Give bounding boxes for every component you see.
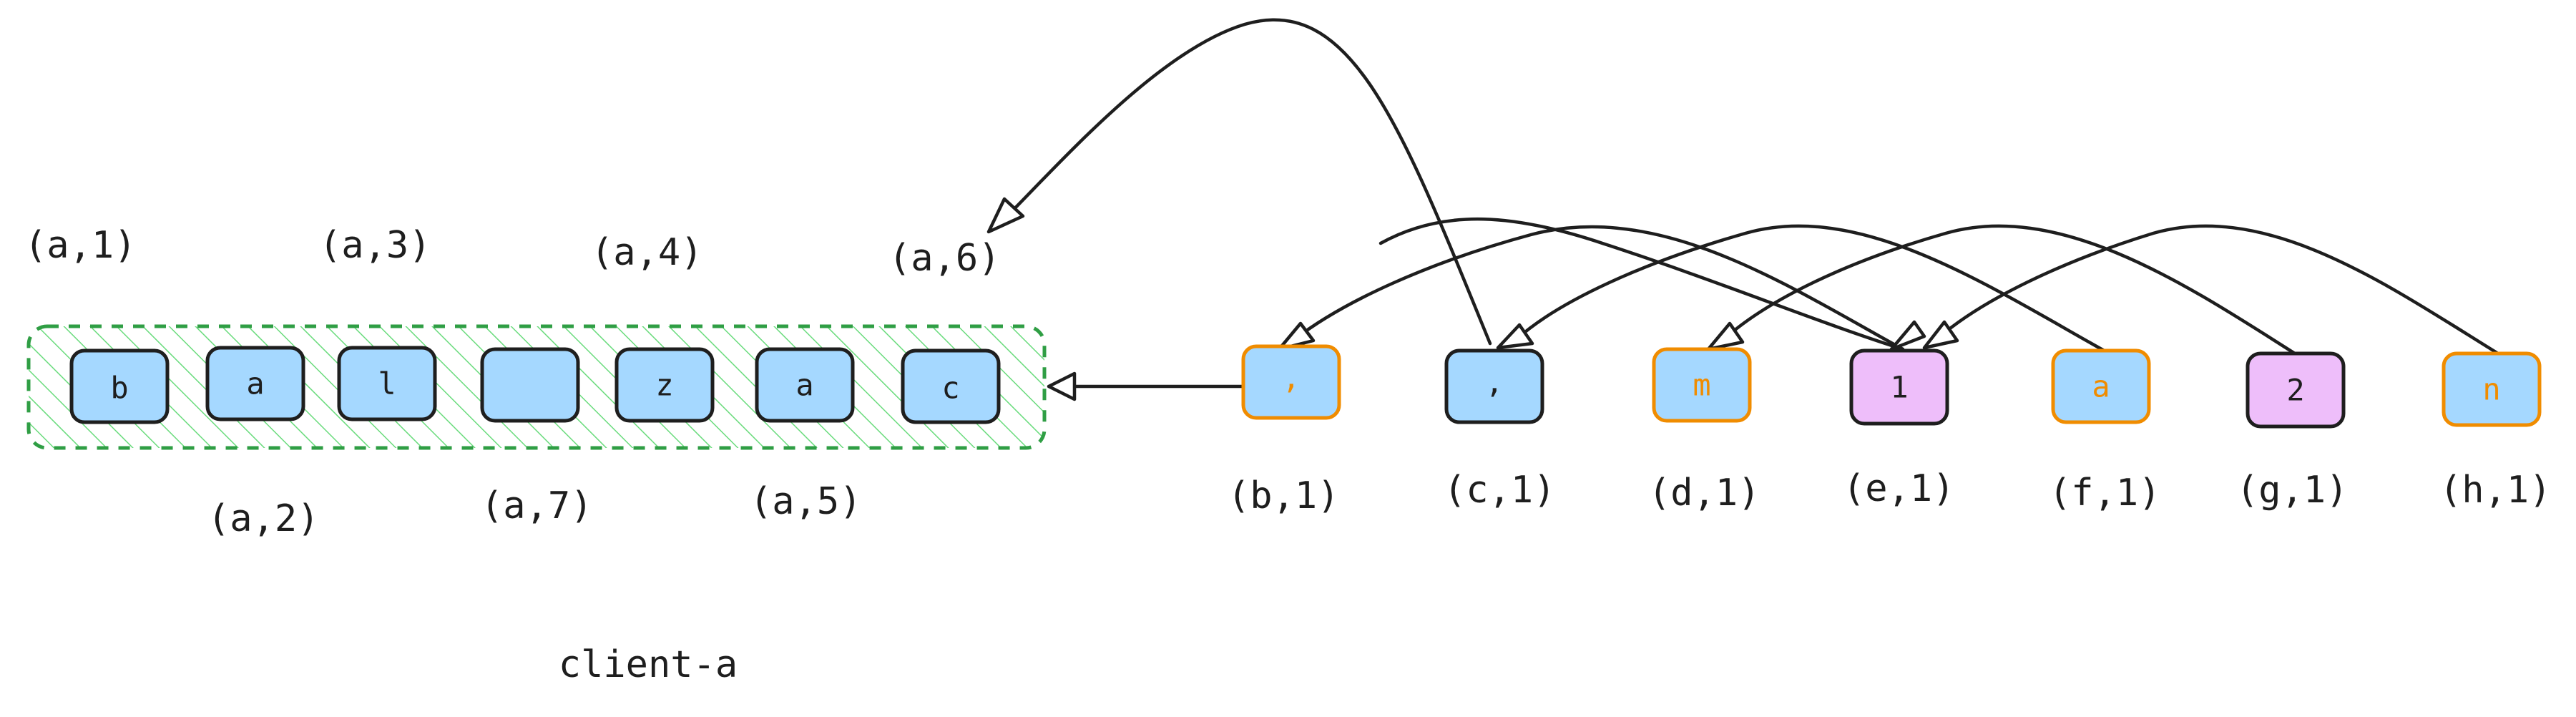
merged-node-a-char: a	[246, 366, 264, 401]
merged-node-c: c	[901, 348, 1001, 424]
id-label-a7: (a,7)	[481, 484, 593, 527]
incoming-node-f1-box	[2051, 348, 2151, 424]
incoming-node-c1-box	[1444, 348, 1544, 424]
merged-node-z-box	[614, 347, 715, 423]
link-g1-to-d1	[1722, 224, 2297, 356]
id-label-a2: (a,2)	[207, 497, 320, 540]
arrowhead-f1	[1922, 320, 1959, 350]
incoming-node-b1: , (b,1)	[1228, 344, 1341, 517]
id-label-f1: (f,1)	[2049, 472, 2161, 514]
id-label-c1: (c,1)	[1444, 469, 1556, 512]
id-label-a6: (a,6)	[888, 237, 1001, 280]
incoming-node-h1-char: n	[2482, 372, 2500, 407]
merged-node-a2: a	[755, 347, 855, 423]
id-label-a4: (a,4)	[591, 231, 703, 274]
merged-node-a-box	[205, 346, 305, 421]
link-c1-to-a6	[999, 18, 1492, 346]
merged-node-l: l	[337, 346, 437, 421]
incoming-node-c1: , (c,1)	[1444, 348, 1556, 512]
incoming-node-d1-char: m	[1693, 368, 1710, 403]
incoming-node-f1-char: a	[2092, 369, 2110, 404]
item-links	[986, 18, 2500, 401]
incoming-node-h1: n (h,1)	[2439, 351, 2552, 512]
arrowhead-d1	[1706, 321, 1745, 351]
link-h1-to-f1	[1936, 224, 2500, 356]
incoming-node-g1-box	[2246, 351, 2346, 429]
id-label-g1: (g,1)	[2236, 469, 2349, 512]
incoming-node-d1-box	[1652, 347, 1752, 423]
incoming-node-e1: 1 (e,1)	[1843, 348, 1955, 510]
merged-node-a: a	[205, 346, 305, 421]
arrowhead-c1	[1496, 323, 1534, 350]
merged-node-b: b	[69, 348, 170, 424]
merged-node-l-box	[337, 346, 437, 421]
arrowhead-a6	[986, 197, 1025, 234]
merged-nodes: b a l z a c	[69, 346, 1001, 424]
incoming-node-e1-box	[1849, 348, 1949, 426]
id-label-h1: (h,1)	[2439, 469, 2552, 512]
id-label-a5: (a,5)	[750, 480, 862, 523]
id-label-a1: (a,1)	[24, 224, 137, 267]
incoming-node-g1: 2 (g,1)	[2236, 351, 2349, 512]
merged-node-l-char: l	[378, 366, 396, 401]
incoming-node-b1-box	[1241, 344, 1341, 420]
incoming-node-g1-char: 2	[2286, 373, 2304, 408]
incoming-node-f1: a (f,1)	[2049, 348, 2161, 514]
incoming-nodes: , (b,1) , (c,1) m (d,1) 1 (e,1) a (f,1) …	[1228, 344, 2552, 517]
merged-node-space-box	[480, 347, 580, 423]
id-label-d1: (d,1)	[1648, 472, 1760, 514]
arrowhead-e1	[1889, 320, 1926, 351]
merged-node-z: z	[614, 347, 715, 423]
incoming-node-d1: m (d,1)	[1648, 347, 1760, 514]
id-label-e1: (e,1)	[1843, 467, 1955, 510]
merged-node-c-box	[901, 348, 1001, 424]
merged-node-z-char: z	[655, 368, 673, 403]
merged-node-c-char: c	[941, 371, 959, 406]
arrowhead-group	[1047, 371, 1077, 401]
incoming-node-c1-char: ,	[1485, 365, 1503, 400]
merged-node-a2-box	[755, 347, 855, 423]
merged-id-labels: (a,1) (a,2) (a,3) (a,7) (a,4) (a,5) (a,6…	[24, 224, 1001, 540]
id-label-b1: (b,1)	[1228, 474, 1340, 517]
incoming-node-b1-char: ,	[1282, 361, 1300, 396]
merged-node-a2-char: a	[795, 368, 813, 403]
merged-node-b-box	[69, 348, 170, 424]
incoming-node-e1-char: 1	[1890, 370, 1908, 405]
incoming-node-h1-box	[2442, 351, 2542, 427]
id-label-a3: (a,3)	[319, 224, 431, 267]
link-a6-to-e1	[1378, 217, 1905, 351]
merged-node-space	[480, 347, 580, 423]
group-caption: client-a	[559, 643, 738, 686]
merged-node-b-char: b	[110, 371, 128, 406]
